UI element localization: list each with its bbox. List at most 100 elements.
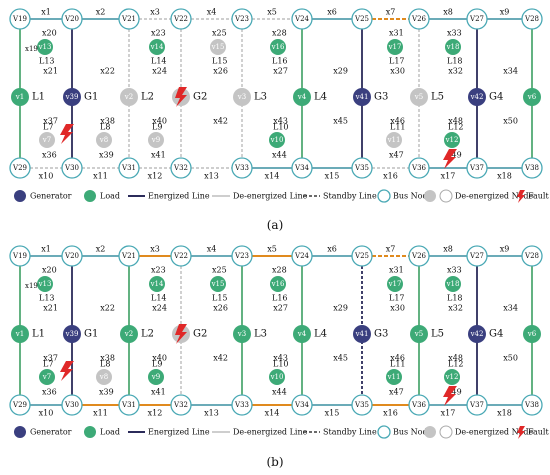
load-node-label: v11 [387, 373, 401, 381]
bus-node-label: V20 [64, 15, 79, 23]
line-label: x23 [151, 266, 166, 275]
load-node-label: v12 [445, 373, 459, 381]
load-name-label: L14 [151, 57, 167, 66]
bus-node-label: V25 [354, 252, 369, 260]
line-label: x20 [42, 29, 57, 38]
bus-node [61, 394, 83, 416]
generator-node [468, 88, 486, 106]
line-label: x24 [152, 304, 167, 313]
bus-node-label: V33 [234, 164, 249, 172]
line-label: x39 [99, 388, 114, 397]
line-label: x42 [213, 117, 228, 126]
line-label: x21 [43, 304, 58, 313]
node-label: v41 [355, 93, 369, 101]
line-label: x36 [42, 388, 57, 397]
load-name-label: L12 [448, 123, 464, 132]
line-label: x25 [212, 266, 227, 275]
line-label: x5 [267, 245, 277, 254]
load-node [445, 39, 461, 55]
bus-node-label: V31 [121, 164, 136, 172]
line-label: x43 [273, 354, 288, 363]
load-node-label: v16 [271, 43, 285, 51]
generator-node [353, 88, 371, 106]
bus-node [291, 245, 313, 267]
load-node [293, 325, 311, 343]
bus-node-label: V37 [469, 164, 484, 172]
load-node [233, 88, 251, 106]
generator-node [63, 88, 81, 106]
line-label: x19 [25, 282, 38, 290]
load-name-label: L11 [390, 123, 406, 132]
bus-node [170, 157, 192, 179]
bus-node-label: V29 [12, 401, 27, 409]
generator-name-label: G4 [489, 329, 503, 340]
line-label: x14 [265, 172, 280, 181]
load-name-label: L12 [448, 360, 464, 369]
generator-name-label: G1 [84, 92, 98, 103]
legend-bus-node-label: Bus Node [393, 192, 433, 201]
fault-icon [175, 87, 187, 107]
line-label: x42 [213, 354, 228, 363]
legend-bus-node-icon [377, 425, 391, 439]
bus-node-label: V26 [411, 15, 427, 23]
bus-node-label: V27 [469, 15, 484, 23]
load-node-label: v18 [446, 280, 460, 288]
load-node-label: v10 [270, 136, 284, 144]
bus-node [521, 394, 543, 416]
line-label: x38 [100, 354, 115, 363]
generator-node [63, 325, 81, 343]
bus-node [291, 8, 313, 30]
bus-node-label: V32 [173, 401, 188, 409]
load-node [37, 39, 53, 55]
legend-bus-node-label: Bus Node [393, 428, 433, 437]
node-label: v39 [65, 330, 79, 338]
legend-standby-label: Standby Line [323, 428, 377, 437]
legend-load-icon [84, 190, 96, 202]
panel-a-caption: (a) [267, 218, 284, 232]
load-node-label: v8 [99, 373, 108, 381]
legend-deenergized-node-icon [439, 189, 453, 203]
line-label: x16 [383, 172, 398, 181]
legend-fault-icon [517, 190, 525, 203]
bus-node-label: V30 [64, 164, 79, 172]
bus-node-label: V23 [234, 252, 249, 260]
bus-node [9, 394, 31, 416]
load-name-label: L18 [447, 57, 463, 66]
load-node [148, 132, 164, 148]
node-label: v4 [297, 93, 307, 101]
legend-deenergized-node-icon [439, 425, 453, 439]
load-node [11, 325, 29, 343]
line-label: x25 [212, 29, 227, 38]
generator-node [468, 325, 486, 343]
load-node [269, 369, 285, 385]
load-name-label: L5 [431, 92, 444, 103]
load-node [148, 369, 164, 385]
line-label: x38 [100, 117, 115, 126]
bus-node [521, 157, 543, 179]
load-name-label: L5 [431, 329, 444, 340]
line-label: x24 [152, 67, 167, 76]
legend-deenergized-node-label: De-energized Node [455, 192, 534, 201]
bus-node-label: V21 [121, 252, 136, 260]
bus-node-label: V30 [64, 401, 79, 409]
bus-node [61, 245, 83, 267]
line-label: x29 [333, 67, 348, 76]
legend-deenergized-label: De-energized Line [233, 192, 308, 201]
load-name-label: L4 [314, 92, 327, 103]
line-label: x28 [272, 29, 287, 38]
bus-node-label: V29 [12, 164, 27, 172]
load-name-label: L2 [141, 92, 154, 103]
bus-node-label: V19 [12, 252, 27, 260]
bus-node [170, 8, 192, 30]
line-label: x50 [503, 354, 518, 363]
panel-a: v13L13v14L14v15L15v16L16v17L17v18L18v7L7… [9, 8, 543, 181]
line-label: x5 [267, 8, 277, 17]
load-name-label: L18 [447, 294, 463, 303]
load-name-label: L15 [212, 294, 228, 303]
bus-node-label: V37 [469, 401, 484, 409]
line-label: x30 [390, 304, 405, 313]
fault-icon [60, 124, 74, 144]
legend-fault-label: Fault [528, 192, 549, 201]
line-label: x10 [39, 172, 54, 181]
line-label: x1 [41, 8, 51, 17]
